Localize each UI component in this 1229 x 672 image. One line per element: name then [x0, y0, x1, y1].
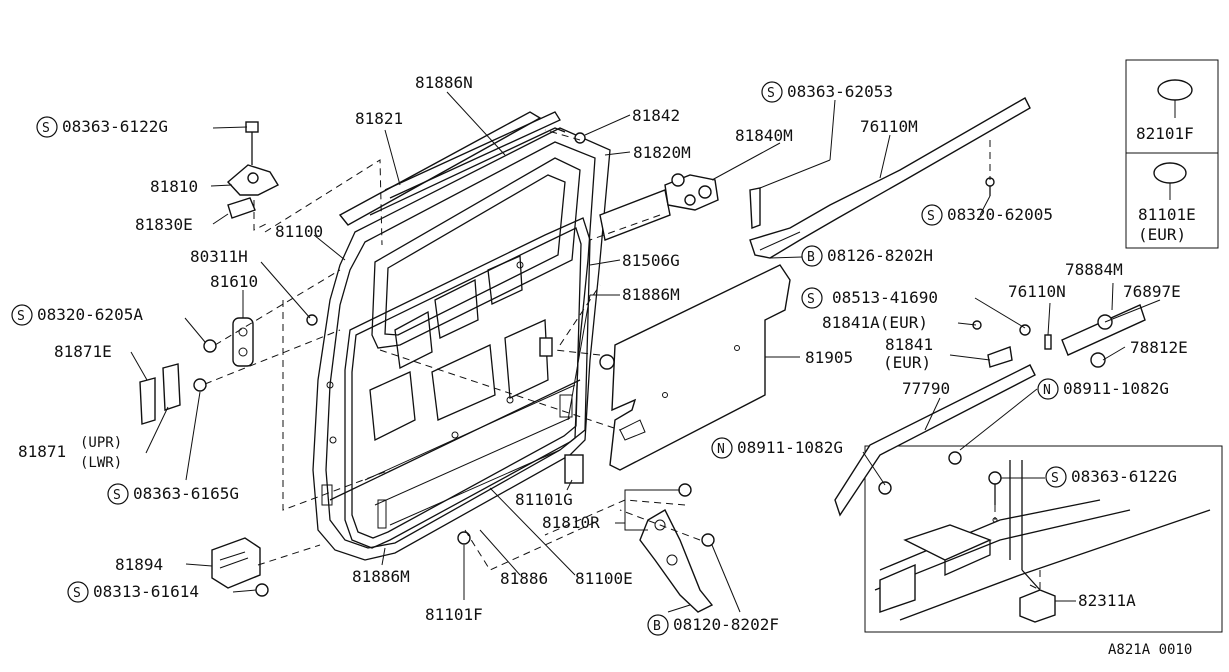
hinge-81810 [226, 121, 279, 231]
reference-code: A821A 0010 [1108, 642, 1192, 658]
label-08363-62053: S 08363-62053 [761, 81, 893, 103]
label-text: 08320-6205A [37, 305, 143, 324]
label-08313-61614: S 08313-61614 [67, 581, 199, 603]
label-81100: 81100 [275, 222, 323, 241]
upper-channel [338, 111, 566, 226]
label-76110N: 76110N [1008, 282, 1066, 301]
bracket-81841 [972, 320, 1052, 368]
moulding-77790 [834, 364, 1036, 517]
label-text: 08363-62053 [787, 82, 893, 101]
label-text: 08320-62005 [947, 205, 1053, 224]
label-81842: 81842 [632, 106, 680, 125]
label-81894: 81894 [115, 555, 163, 574]
leader-lines [130, 91, 1161, 613]
label-text: 08126-8202H [827, 246, 933, 265]
label-78812E: 78812E [1130, 338, 1188, 357]
label-08911-1082G-right: N 08911-1082G [1037, 378, 1169, 400]
label-82311A: 82311A [1078, 591, 1136, 610]
striker-81610 [203, 317, 254, 367]
emblem-78884M [1061, 304, 1146, 368]
label-81506G: 81506G [622, 251, 680, 270]
label-81871-upr: (UPR) [80, 435, 122, 451]
inset-box [864, 445, 1223, 633]
label-08513-41690: S 08513-41690 [801, 287, 938, 309]
label-81886N: 81886N [415, 73, 473, 92]
label-text: 08911-1082G [1063, 379, 1169, 398]
label-text: 08513-41690 [832, 288, 938, 307]
s-prefix: S [1051, 471, 1059, 486]
label-81886: 81886 [500, 569, 548, 588]
label-77790: 77790 [902, 379, 950, 398]
label-text: 08120-8202F [673, 615, 779, 634]
label-08363-6122G-top: S 08363-6122G [36, 116, 168, 138]
label-82101F: 82101F [1136, 124, 1194, 143]
label-08320-6205A: S 08320-6205A [11, 304, 143, 326]
s-prefix: S [927, 209, 935, 224]
label-81886M-right: 81886M [622, 285, 680, 304]
label-text: 08313-61614 [93, 582, 199, 601]
plug-82101F-icon [1157, 79, 1193, 101]
label-81841A: 81841A(EUR) [822, 313, 928, 332]
label-81905: 81905 [805, 348, 853, 367]
label-81871E: 81871E [54, 342, 112, 361]
label-81871: 81871 [18, 442, 66, 461]
label-08911-1082G-left: N 08911-1082G [711, 437, 843, 459]
s-prefix: S [807, 292, 815, 307]
bracket-81894 [211, 537, 269, 597]
label-76897E: 76897E [1123, 282, 1181, 301]
label-08120-8202F: B 08120-8202F [647, 614, 779, 636]
label-81101E: 81101E [1138, 205, 1196, 224]
trim-board-81905 [609, 264, 791, 471]
s-prefix: S [73, 586, 81, 601]
label-81810: 81810 [150, 177, 198, 196]
label-81820M: 81820M [633, 143, 691, 162]
rail-76110M [749, 97, 1031, 259]
label-text: 08911-1082G [737, 438, 843, 457]
s-prefix: S [767, 86, 775, 101]
label-81100E: 81100E [575, 569, 633, 588]
roller-81840M [599, 173, 719, 241]
label-08126-8202H: B 08126-8202H [801, 245, 933, 267]
label-text: 08363-6122G [62, 117, 168, 136]
label-08363-6122G-inset: S 08363-6122G [1045, 466, 1177, 488]
label-81871-lwr: (LWR) [80, 455, 122, 471]
label-81821: 81821 [355, 109, 403, 128]
label-81886M-bottom: 81886M [352, 567, 410, 586]
label-81101F-bottom: 81101F [425, 605, 483, 624]
labels: 81886N 81821 81842 81840M 81820M 76110M … [11, 73, 1196, 658]
latch-81871 [139, 363, 207, 425]
n-prefix: N [717, 442, 725, 457]
stopper-82311A-icon [1019, 589, 1056, 623]
inset-bolt-icon [988, 471, 1002, 485]
label-text: 08363-6122G [1071, 467, 1177, 486]
label-81810R: 81810R [542, 513, 600, 532]
bracket-81810R [639, 483, 715, 613]
label-81840M: 81840M [735, 126, 793, 145]
label-08320-62005: S 08320-62005 [921, 204, 1053, 226]
label-81830E: 81830E [135, 215, 193, 234]
s-prefix: S [113, 488, 121, 503]
label-81101G: 81101G [515, 490, 573, 509]
label-78884M: 78884M [1065, 260, 1123, 279]
legend-box [1125, 59, 1219, 249]
label-80311H: 80311H [190, 247, 248, 266]
door-shell [312, 127, 611, 561]
s-prefix: S [42, 121, 50, 136]
b-prefix: B [807, 250, 815, 265]
label-81101E-eur: (EUR) [1138, 225, 1186, 244]
label-81841: 81841 [885, 335, 933, 354]
n-prefix: N [1043, 383, 1051, 398]
label-08363-6165G: S 08363-6165G [107, 483, 239, 505]
label-81841-eur: (EUR) [883, 353, 931, 372]
label-76110M: 76110M [860, 117, 918, 136]
label-text: 08363-6165G [133, 484, 239, 503]
plug-81101E-icon [1153, 162, 1187, 184]
s-prefix: S [17, 309, 25, 324]
b-prefix: B [653, 619, 661, 634]
label-81610: 81610 [210, 272, 258, 291]
